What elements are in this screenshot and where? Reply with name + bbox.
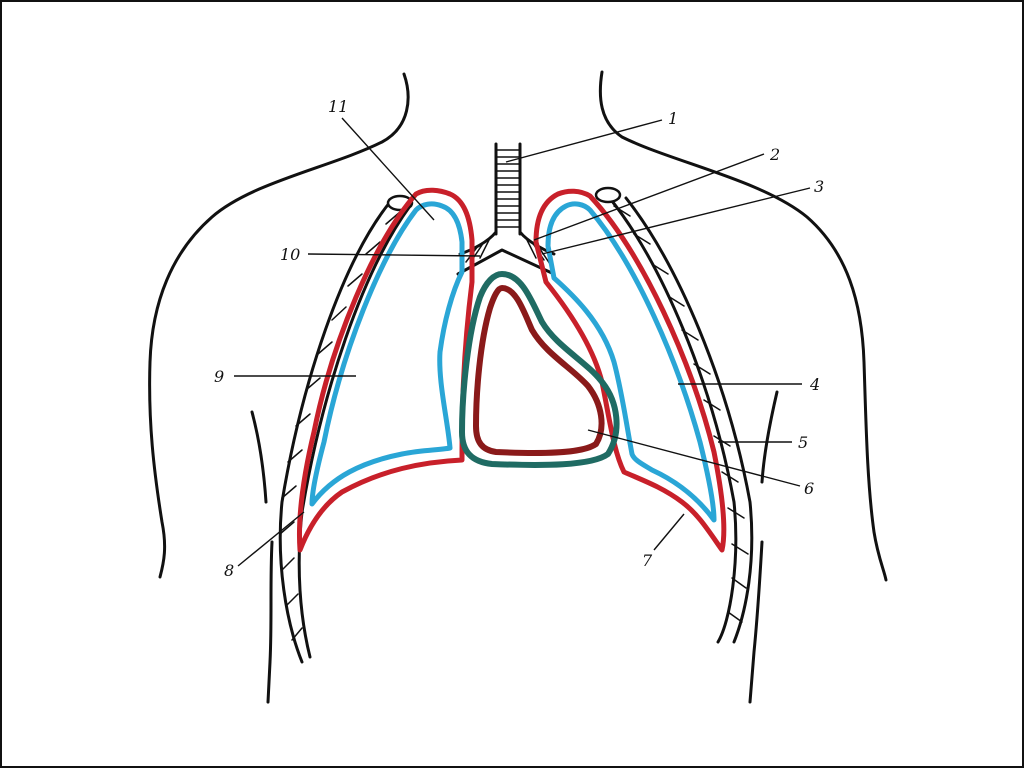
right-torso-lower-outline — [748, 540, 764, 704]
leader-8 — [237, 511, 305, 567]
right-visceral-pleura — [545, 201, 717, 523]
leader-2 — [533, 153, 765, 241]
leader-1 — [505, 119, 663, 163]
left-torso-lower-outline — [266, 540, 274, 704]
right-parietal-pleura — [533, 188, 727, 553]
label-9: 9 — [214, 367, 224, 386]
label-6: 6 — [804, 479, 814, 498]
right-shoulder-outline — [598, 70, 888, 582]
leader-lines — [234, 117, 811, 567]
leader-6 — [587, 429, 801, 487]
left-arm-inner-outline — [250, 410, 268, 504]
label-3: 3 — [814, 177, 824, 196]
leader-3 — [541, 187, 811, 255]
right-chest-wall — [594, 186, 754, 644]
leader-7 — [653, 513, 685, 551]
label-7: 7 — [642, 551, 653, 570]
label-4: 4 — [809, 375, 820, 394]
callout-labels: 1 2 3 4 5 6 7 8 9 10 11 — [214, 97, 824, 580]
label-1: 1 — [668, 109, 678, 128]
left-visceral-pleura — [309, 201, 465, 507]
pericardium-outer — [459, 271, 620, 468]
label-2: 2 — [769, 145, 780, 164]
label-5: 5 — [798, 433, 808, 452]
pericardium-inner — [473, 285, 605, 457]
leader-11 — [341, 117, 435, 221]
trachea — [494, 142, 522, 236]
left-chest-wall — [278, 194, 414, 664]
left-shoulder-outline — [148, 72, 410, 579]
right-arm-inner-outline — [760, 390, 779, 484]
label-10: 10 — [280, 245, 300, 264]
label-8: 8 — [224, 561, 234, 580]
leader-10 — [307, 253, 481, 257]
label-11: 11 — [328, 97, 348, 116]
